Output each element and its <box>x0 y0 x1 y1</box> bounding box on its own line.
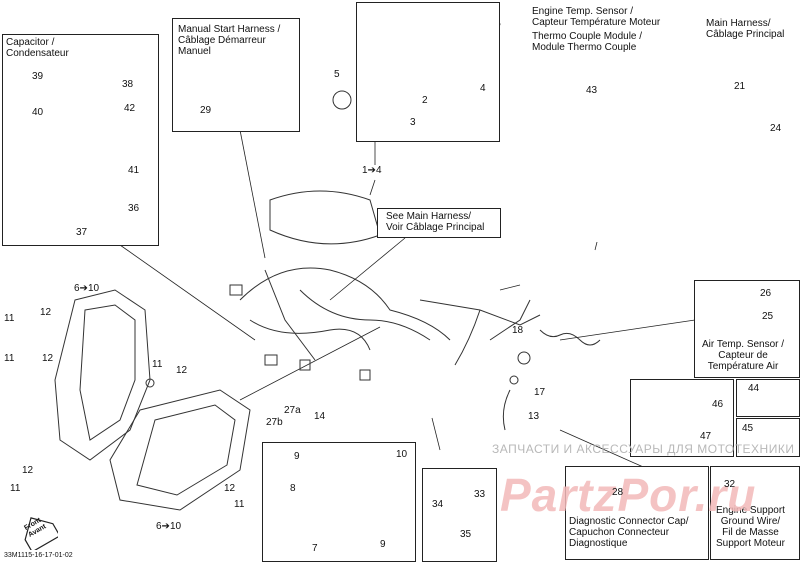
callout-17: 17 <box>534 387 546 398</box>
callout-11d: 11 <box>10 483 21 494</box>
callout-12a: 12 <box>40 307 52 318</box>
callout-11b: 11 <box>4 353 15 364</box>
reference-code: 33M1115-16-17-01-02 <box>4 552 73 559</box>
callout-47: 47 <box>700 431 712 442</box>
main-harness-label: Main Harness/ Câblage Principal <box>706 18 785 40</box>
callout-38: 38 <box>122 79 134 90</box>
callout-12c: 12 <box>176 365 188 376</box>
bulb-detail-box <box>262 442 416 562</box>
callout-29: 29 <box>200 105 212 116</box>
callout-9b: 9 <box>380 539 386 550</box>
callout-43: 43 <box>586 85 598 96</box>
callout-42: 42 <box>124 103 136 114</box>
callout-9a: 9 <box>294 451 300 462</box>
engine-temp-label: Engine Temp. Sensor / Capteur Températur… <box>532 6 661 28</box>
callout-27a: 27a <box>284 405 301 416</box>
see-main-label: See Main Harness/ Voir Câblage Principal <box>386 211 485 233</box>
callout-46: 46 <box>712 399 724 410</box>
air-temp-label: Air Temp. Sensor / Capteur de Températur… <box>702 339 785 372</box>
callout-12e: 12 <box>224 483 236 494</box>
callout-3: 3 <box>410 117 416 128</box>
callout-41: 41 <box>128 165 140 176</box>
watermark-brand: PartzPor.ru <box>500 469 757 521</box>
manual-start-label: Manual Start Harness / Câblage Démarreur… <box>178 24 281 57</box>
callout-6-10-bottom: 6➔10 <box>156 521 182 532</box>
callout-11e: 11 <box>234 499 245 510</box>
callout-32: 32 <box>724 479 736 490</box>
callout-10: 10 <box>396 449 408 460</box>
callout-26: 26 <box>760 288 772 299</box>
callout-7: 7 <box>312 543 318 554</box>
parts-33-35-box <box>422 468 497 562</box>
callout-2: 2 <box>422 95 428 106</box>
callout-12d: 12 <box>22 465 34 476</box>
callout-24: 24 <box>770 123 782 134</box>
callout-12b: 12 <box>42 353 54 364</box>
callout-11a: 11 <box>4 313 15 324</box>
callout-36: 36 <box>128 203 140 214</box>
capacitor-box <box>2 34 159 246</box>
callout-1-4: 1➔4 <box>362 165 382 176</box>
callout-18: 18 <box>512 325 524 336</box>
callout-14: 14 <box>314 411 326 422</box>
watermark-text: ЗАПЧАСТИ И АКСЕССУАРЫ ДЛЯ МОТОТЕХНИКИ <box>492 442 795 456</box>
callout-39: 39 <box>32 71 44 82</box>
thermo-couple-label: Thermo Couple Module / Module Thermo Cou… <box>532 31 643 53</box>
part-45-box <box>736 418 800 457</box>
see-main-box <box>377 208 501 238</box>
engine-support-label: Engine Support Ground Wire/ Fil de Masse… <box>716 505 785 549</box>
callout-4: 4 <box>480 83 486 94</box>
capacitor-label: Capacitor / Condensateur <box>6 37 69 59</box>
diag-cap-label: Diagnostic Connector Cap/ Capuchon Conne… <box>569 516 689 549</box>
callout-40: 40 <box>32 107 44 118</box>
diag-cap-box <box>565 466 709 560</box>
callout-25: 25 <box>762 311 774 322</box>
callout-34: 34 <box>432 499 444 510</box>
callout-33: 33 <box>474 489 486 500</box>
callout-28: 28 <box>612 487 624 498</box>
parts-46-47-box <box>630 379 734 457</box>
callout-27b: 27b <box>266 417 283 428</box>
engine-area <box>508 2 798 242</box>
manual-start-box <box>172 18 300 132</box>
air-temp-box <box>694 280 800 378</box>
callout-44: 44 <box>748 383 760 394</box>
callout-45: 45 <box>742 423 754 434</box>
gauge-detail-box <box>356 2 500 142</box>
callout-8: 8 <box>290 483 296 494</box>
callout-6-10-top: 6➔10 <box>74 283 100 294</box>
callout-37: 37 <box>76 227 88 238</box>
callout-13: 13 <box>528 411 540 422</box>
callout-35: 35 <box>460 529 472 540</box>
front-arrow-icon <box>24 517 58 550</box>
callout-11c: 11 <box>152 359 163 370</box>
callout-21: 21 <box>734 81 746 92</box>
callout-5: 5 <box>334 69 340 80</box>
part-44-box <box>736 379 800 417</box>
